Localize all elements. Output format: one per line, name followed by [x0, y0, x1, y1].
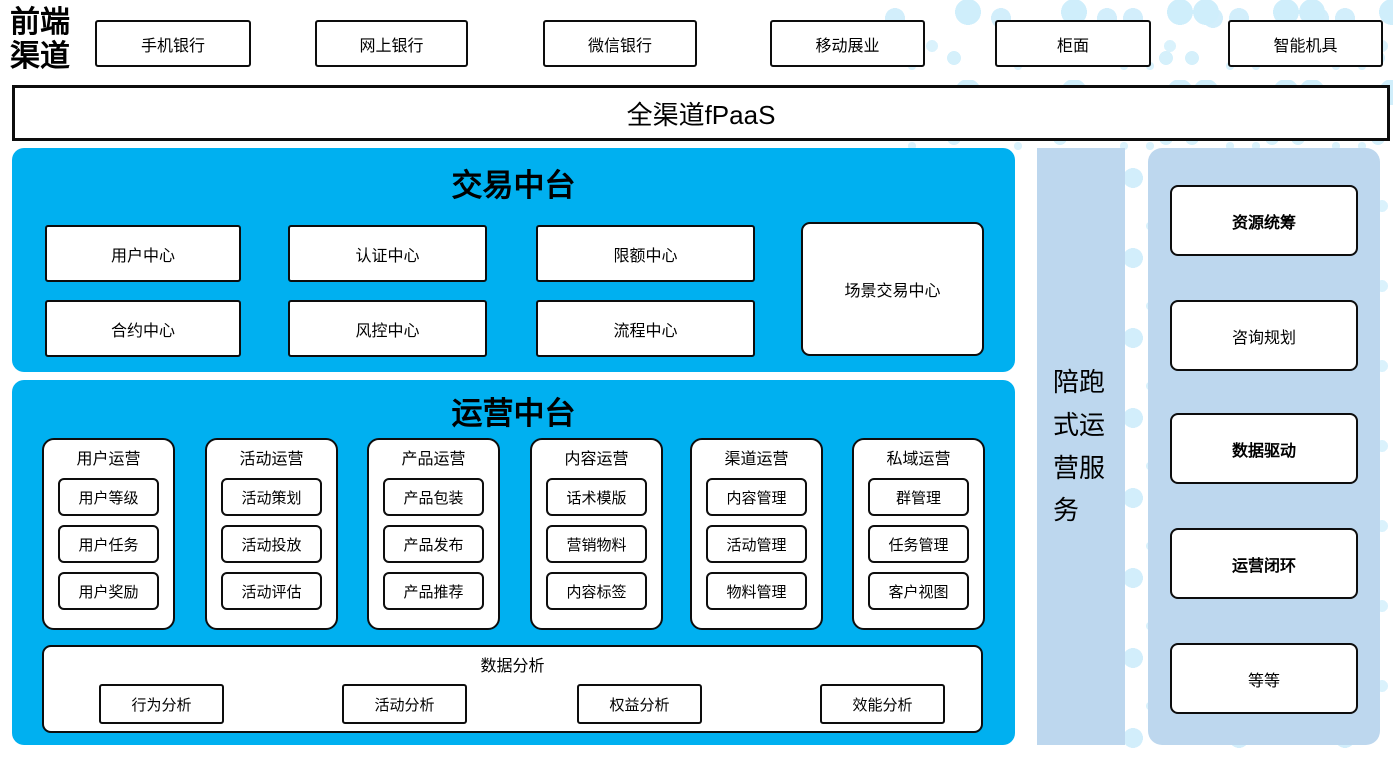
service-panel: 资源统筹 咨询规划 数据驱动 运营闭环 等等 [1148, 148, 1380, 745]
channel-box-mobile-banking: 手机银行 [95, 20, 251, 67]
operation-platform-block: 运营中台 用户运营 用户等级 用户任务 用户奖励 活动运营 活动策划 活动投放 … [12, 380, 1015, 745]
ops-column-title: 活动运营 [239, 451, 304, 468]
ops-item: 用户奖励 [58, 572, 159, 610]
data-analysis-box: 数据分析 行为分析 活动分析 权益分析 效能分析 [42, 645, 983, 733]
channel-box-wechat-banking: 微信银行 [543, 20, 697, 67]
analysis-item-activity: 活动分析 [342, 684, 467, 724]
ops-column-title: 产品运营 [401, 451, 466, 468]
ops-item: 活动管理 [706, 525, 807, 563]
ops-item: 任务管理 [868, 525, 969, 563]
ops-item: 群管理 [868, 478, 969, 516]
ops-item: 用户任务 [58, 525, 159, 563]
ops-item: 用户等级 [58, 478, 159, 516]
panel-item-resource: 资源统筹 [1170, 185, 1358, 256]
operation-platform-title: 运营中台 [451, 396, 576, 431]
accompany-service-bar: 陪跑式运营服务 [1037, 148, 1125, 745]
ops-column-channel: 渠道运营 内容管理 活动管理 物料管理 [690, 438, 823, 630]
analysis-item-behavior: 行为分析 [99, 684, 224, 724]
fpaas-bar: 全渠道fPaaS [12, 85, 1390, 141]
analysis-item-rights: 权益分析 [577, 684, 702, 724]
ops-item: 营销物料 [546, 525, 647, 563]
ops-item: 产品包装 [383, 478, 484, 516]
ops-item: 内容标签 [546, 572, 647, 610]
ops-item: 活动策划 [221, 478, 322, 516]
ops-column-title: 内容运营 [564, 451, 629, 468]
front-channel-label: 前端渠道 [10, 6, 70, 73]
ops-item: 话术模版 [546, 478, 647, 516]
ops-item: 活动评估 [221, 572, 322, 610]
center-box-process: 流程中心 [536, 300, 755, 357]
analysis-item-efficiency: 效能分析 [820, 684, 945, 724]
accompany-service-label: 陪跑式运营服务 [1053, 366, 1106, 526]
panel-item-etc: 等等 [1170, 643, 1358, 714]
center-box-user: 用户中心 [45, 225, 241, 282]
ops-item: 客户视图 [868, 572, 969, 610]
center-box-auth: 认证中心 [288, 225, 487, 282]
trade-platform-block: 交易中台 用户中心 认证中心 限额中心 合约中心 风控中心 流程中心 场景交易中… [12, 148, 1015, 372]
ops-column-private-domain: 私域运营 群管理 任务管理 客户视图 [852, 438, 985, 630]
channel-box-online-banking: 网上银行 [315, 20, 468, 67]
panel-item-consulting: 咨询规划 [1170, 300, 1358, 371]
ops-column-content: 内容运营 话术模版 营销物料 内容标签 [530, 438, 663, 630]
ops-item: 活动投放 [221, 525, 322, 563]
center-box-limit: 限额中心 [536, 225, 755, 282]
panel-item-data-driven: 数据驱动 [1170, 413, 1358, 484]
center-box-scene-trade: 场景交易中心 [801, 222, 984, 356]
ops-column-title: 渠道运营 [724, 451, 789, 468]
center-box-risk: 风控中心 [288, 300, 487, 357]
ops-item: 产品发布 [383, 525, 484, 563]
ops-column-activity: 活动运营 活动策划 活动投放 活动评估 [205, 438, 338, 630]
channel-box-smart-machine: 智能机具 [1228, 20, 1383, 67]
data-analysis-title: 数据分析 [480, 658, 545, 675]
ops-item: 产品推荐 [383, 572, 484, 610]
ops-column-product: 产品运营 产品包装 产品发布 产品推荐 [367, 438, 500, 630]
ops-column-title: 用户运营 [76, 451, 141, 468]
channel-box-counter: 柜面 [995, 20, 1151, 67]
ops-column-title: 私域运营 [886, 451, 951, 468]
center-box-contract: 合约中心 [45, 300, 241, 357]
trade-platform-title: 交易中台 [451, 168, 576, 203]
ops-item: 物料管理 [706, 572, 807, 610]
channel-box-mobile-business: 移动展业 [770, 20, 925, 67]
ops-item: 内容管理 [706, 478, 807, 516]
ops-column-user: 用户运营 用户等级 用户任务 用户奖励 [42, 438, 175, 630]
panel-item-closed-loop: 运营闭环 [1170, 528, 1358, 599]
